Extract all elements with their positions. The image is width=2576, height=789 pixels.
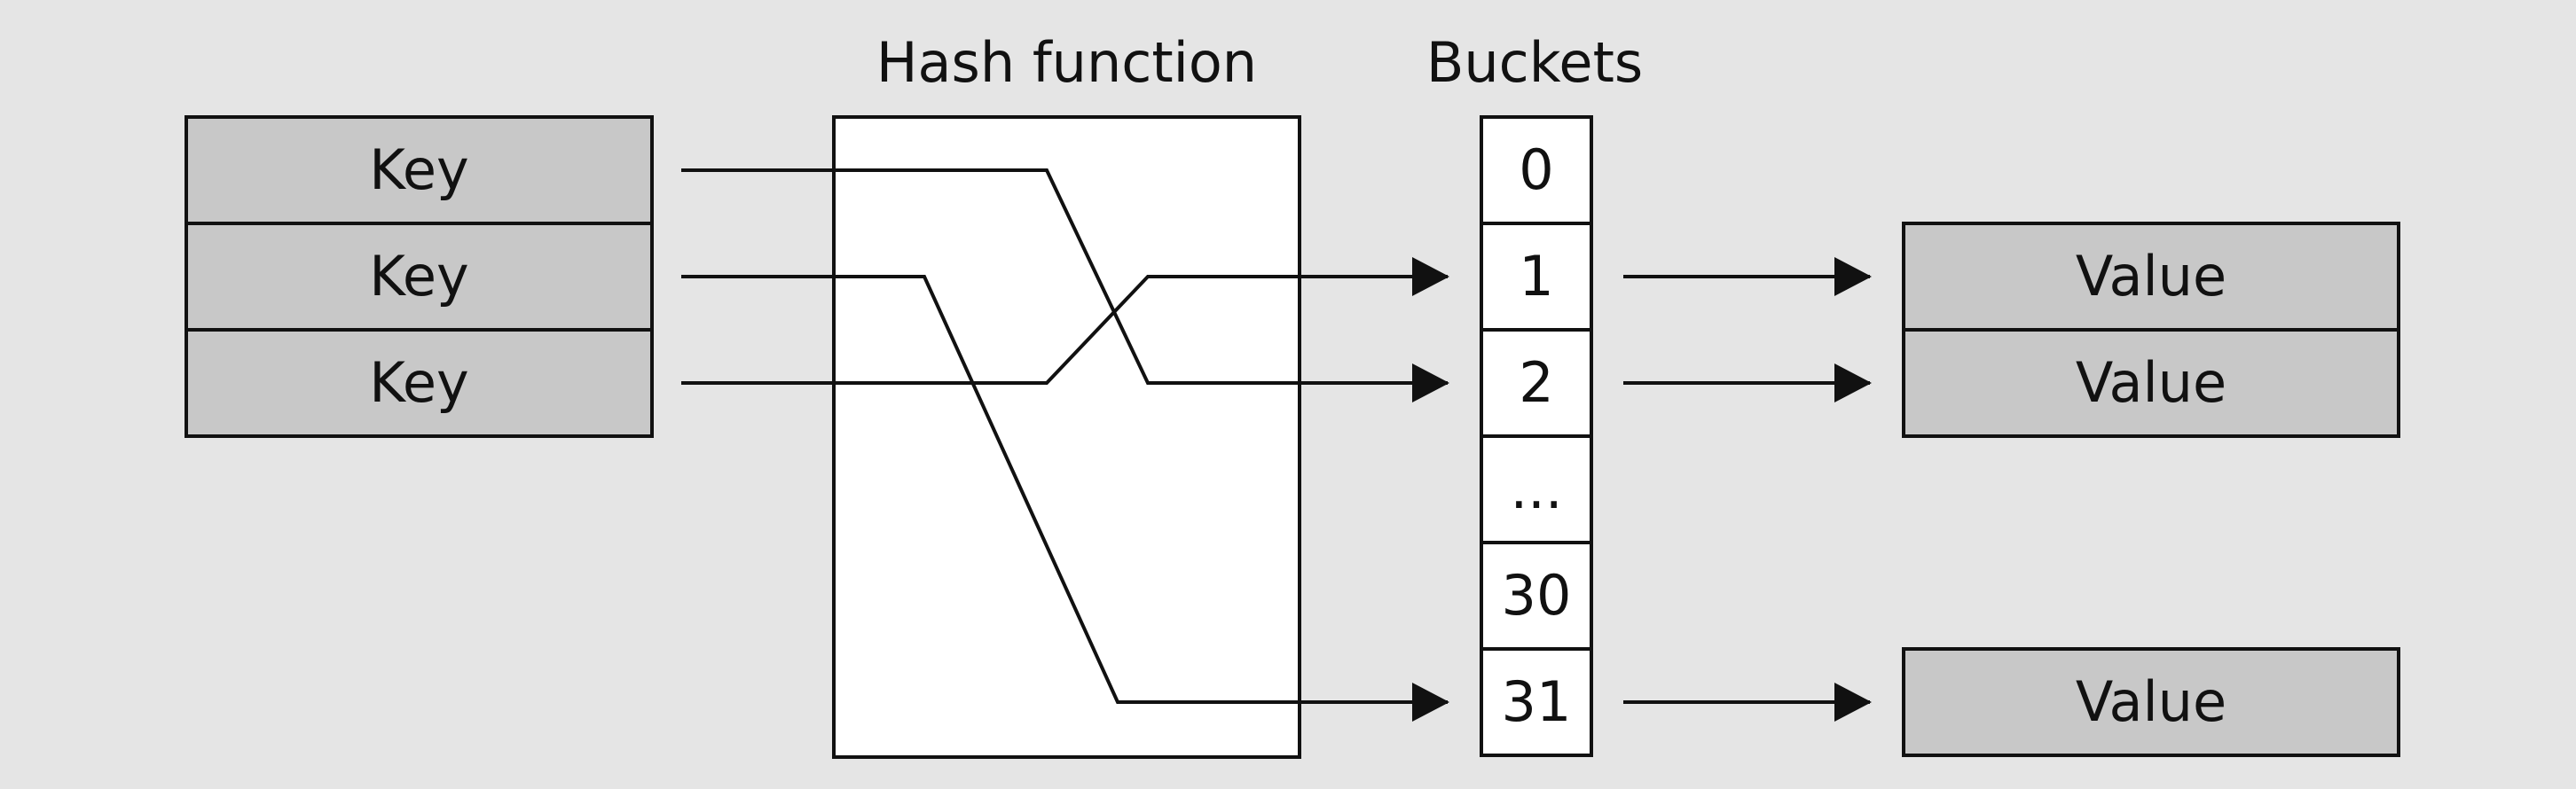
value-box [1902,647,2400,757]
bucket-index: ... [1510,457,1563,521]
value-label: Value [2075,669,2227,734]
value-label: Value [2075,244,2227,309]
key-to-bucket-line [681,275,1449,722]
key-label: Key [369,137,469,202]
bucket-index: 2 [1519,350,1554,415]
key-label: Key [369,244,469,309]
value-box [1902,328,2400,438]
hash-function-box [832,115,1301,759]
value-label: Value [2075,350,2227,415]
value-box [1902,222,2400,332]
bucket-cell [1480,222,1593,332]
key-box [185,328,654,438]
bucket-index: 0 [1519,137,1554,202]
bucket-index: 31 [1501,669,1572,734]
key-label: Key [369,350,469,415]
bucket-index: 30 [1501,563,1572,628]
bucket-cell [1480,434,1593,544]
bucket-index: 1 [1519,244,1554,309]
key-to-bucket-line [681,168,1449,402]
key-box [185,115,654,225]
hash-function-heading: Hash function [876,30,1258,95]
key-to-bucket-line [681,257,1449,385]
buckets-heading: Buckets [1425,30,1644,95]
bucket-cell [1480,647,1593,757]
key-box [185,222,654,332]
